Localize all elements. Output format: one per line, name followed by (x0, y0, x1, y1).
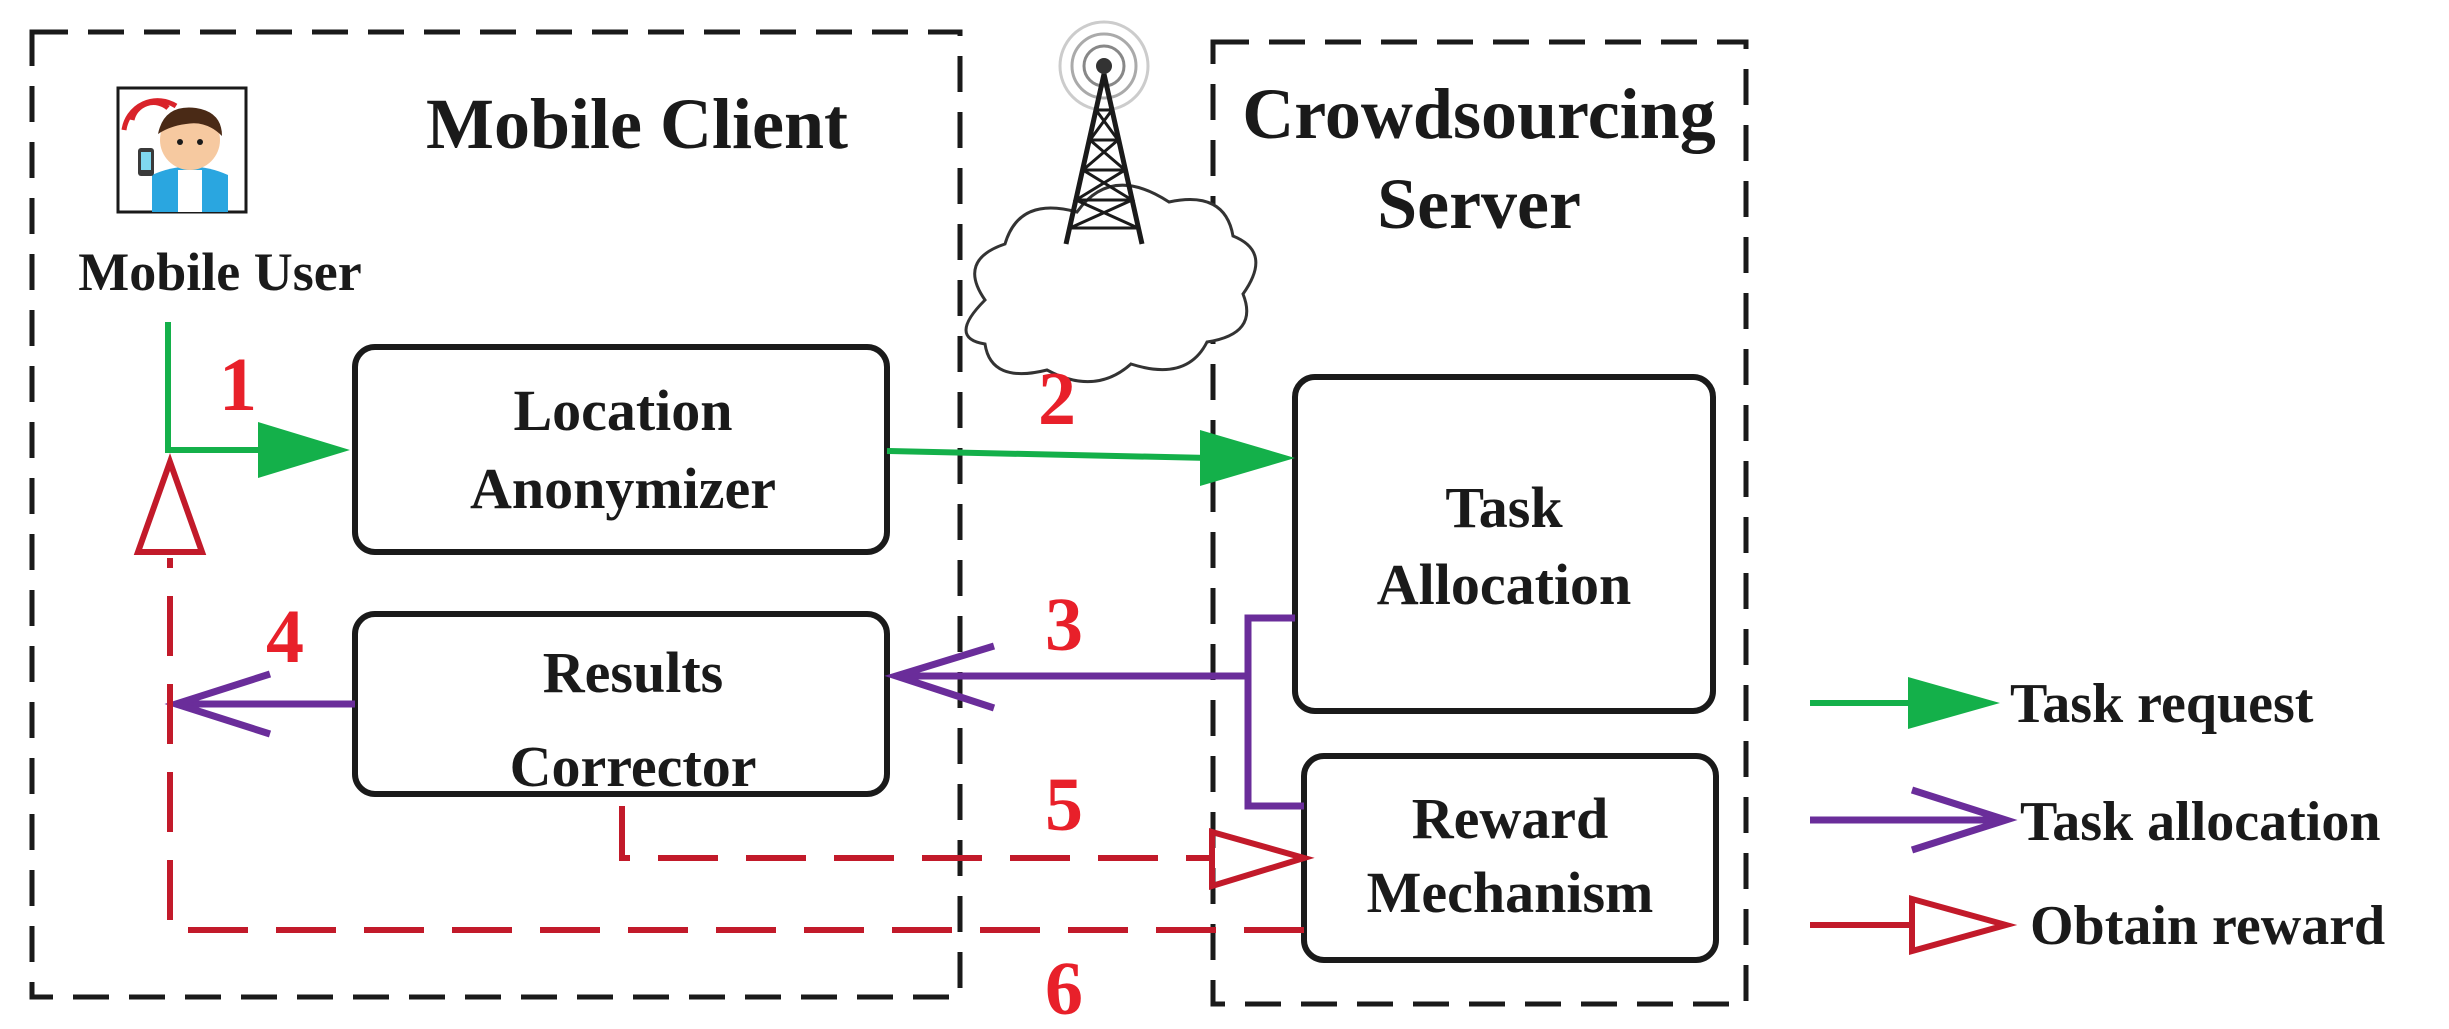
flow-5-arrow (619, 806, 1315, 891)
legend-task-request-label: Task request (2010, 673, 2314, 735)
step-3-label: 3 (1045, 583, 1083, 667)
legend-task-allocation: Task allocation (1810, 786, 2380, 854)
legend: Task request Task allocation Obtain rewa… (1810, 673, 2385, 957)
mobile-client-title: Mobile Client (426, 84, 848, 164)
task-allocation-line2: Allocation (1377, 552, 1632, 617)
reward-mechanism-line1: Reward (1412, 786, 1609, 851)
flow-4-arrow (164, 670, 355, 738)
legend-obtain-reward-label: Obtain reward (2030, 895, 2385, 957)
mobile-client-frame (29, 29, 963, 1000)
flow-2-arrow (886, 430, 1295, 486)
step-5-label: 5 (1045, 763, 1083, 847)
reward-mechanism-line2: Mechanism (1367, 860, 1654, 925)
flow-3-arrow (884, 614, 1304, 810)
location-anonymizer-line1: Location (513, 378, 732, 443)
legend-task-allocation-label: Task allocation (2020, 791, 2380, 853)
flow-1-arrow (165, 322, 350, 478)
location-anonymizer-line2: Anonymizer (470, 456, 776, 521)
task-allocation-line1: Task (1445, 475, 1563, 540)
task-allocation-box (1292, 374, 1716, 714)
legend-obtain-reward: Obtain reward (1810, 895, 2385, 957)
crowdsourcing-server-frame (1210, 39, 1749, 1007)
results-corrector-line2: Corrector (510, 734, 757, 799)
step-4-label: 4 (266, 595, 304, 679)
mobile-user-label: Mobile User (78, 242, 361, 302)
server-title-line2: Server (1377, 164, 1581, 244)
location-anonymizer-box (352, 344, 890, 555)
step-1-label: 1 (219, 343, 257, 427)
flow-6-arrow (133, 453, 1304, 933)
step-2-label: 2 (1038, 357, 1076, 441)
legend-task-request: Task request (1810, 673, 2314, 735)
server-title-line1: Crowdsourcing (1242, 74, 1715, 154)
mobile-user-icon (116, 86, 248, 214)
cell-tower-cloud-icon (964, 20, 1258, 384)
step-6-label: 6 (1045, 947, 1083, 1029)
results-corrector-line1: Results (543, 640, 723, 705)
